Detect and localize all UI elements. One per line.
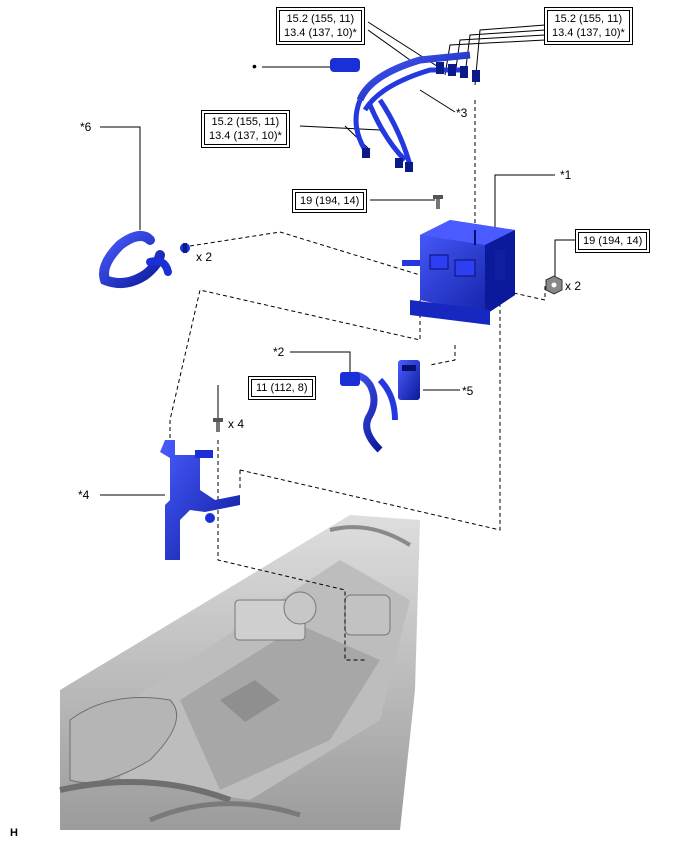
torque-spec-top-left: 15.2 (155, 11) 13.4 (137, 10)* — [276, 7, 365, 45]
actuator-bracket — [160, 440, 240, 560]
bullet-marker: • — [252, 58, 257, 74]
callout-part-2: *2 — [273, 345, 285, 359]
clip-icon — [180, 243, 190, 253]
bracket-bolt-icon — [213, 418, 223, 432]
torque-value: 15.2 (155, 11) — [286, 13, 355, 25]
torque-spec-bracket-bolt: 11 (112, 8) — [248, 376, 316, 400]
brake-actuator-assembly — [402, 220, 515, 325]
callout-part-3: *3 — [456, 106, 468, 120]
quantity-bolt: x 4 — [228, 417, 245, 431]
bolt-icon — [433, 195, 443, 209]
brake-tube-assembly — [330, 51, 480, 172]
torque-value: 19 (194, 14) — [583, 235, 643, 247]
callout-part-4: *4 — [78, 488, 90, 502]
figure-corner-letter: H — [10, 827, 18, 839]
torque-value: 15.2 (155, 11) — [554, 13, 623, 25]
torque-value-alt: 13.4 (137, 10)* — [284, 27, 357, 39]
torque-spec-nut: 19 (194, 14) — [575, 229, 651, 253]
quantity-clip: x 2 — [196, 250, 213, 264]
torque-value-alt: 13.4 (137, 10)* — [209, 130, 282, 142]
hose-part — [99, 231, 172, 289]
torque-value: 15.2 (155, 11) — [211, 116, 280, 128]
ecu-connector — [398, 360, 420, 400]
nut-icon — [545, 275, 563, 295]
wire-harness — [340, 371, 398, 453]
quantity-nut: x 2 — [565, 279, 582, 293]
callout-part-5: *5 — [462, 384, 474, 398]
torque-spec-actuator-bolt: 19 (194, 14) — [292, 189, 368, 213]
engine-compartment-image — [59, 515, 420, 830]
torque-value: 19 (194, 14) — [300, 195, 360, 207]
torque-spec-top-right: 15.2 (155, 11) 13.4 (137, 10)* — [544, 7, 633, 45]
torque-value: 11 (112, 8) — [256, 382, 308, 394]
callout-part-6: *6 — [80, 120, 92, 134]
torque-spec-mid: 15.2 (155, 11) 13.4 (137, 10)* — [201, 110, 290, 148]
torque-value-alt: 13.4 (137, 10)* — [552, 27, 625, 39]
callout-part-1: *1 — [560, 168, 572, 182]
